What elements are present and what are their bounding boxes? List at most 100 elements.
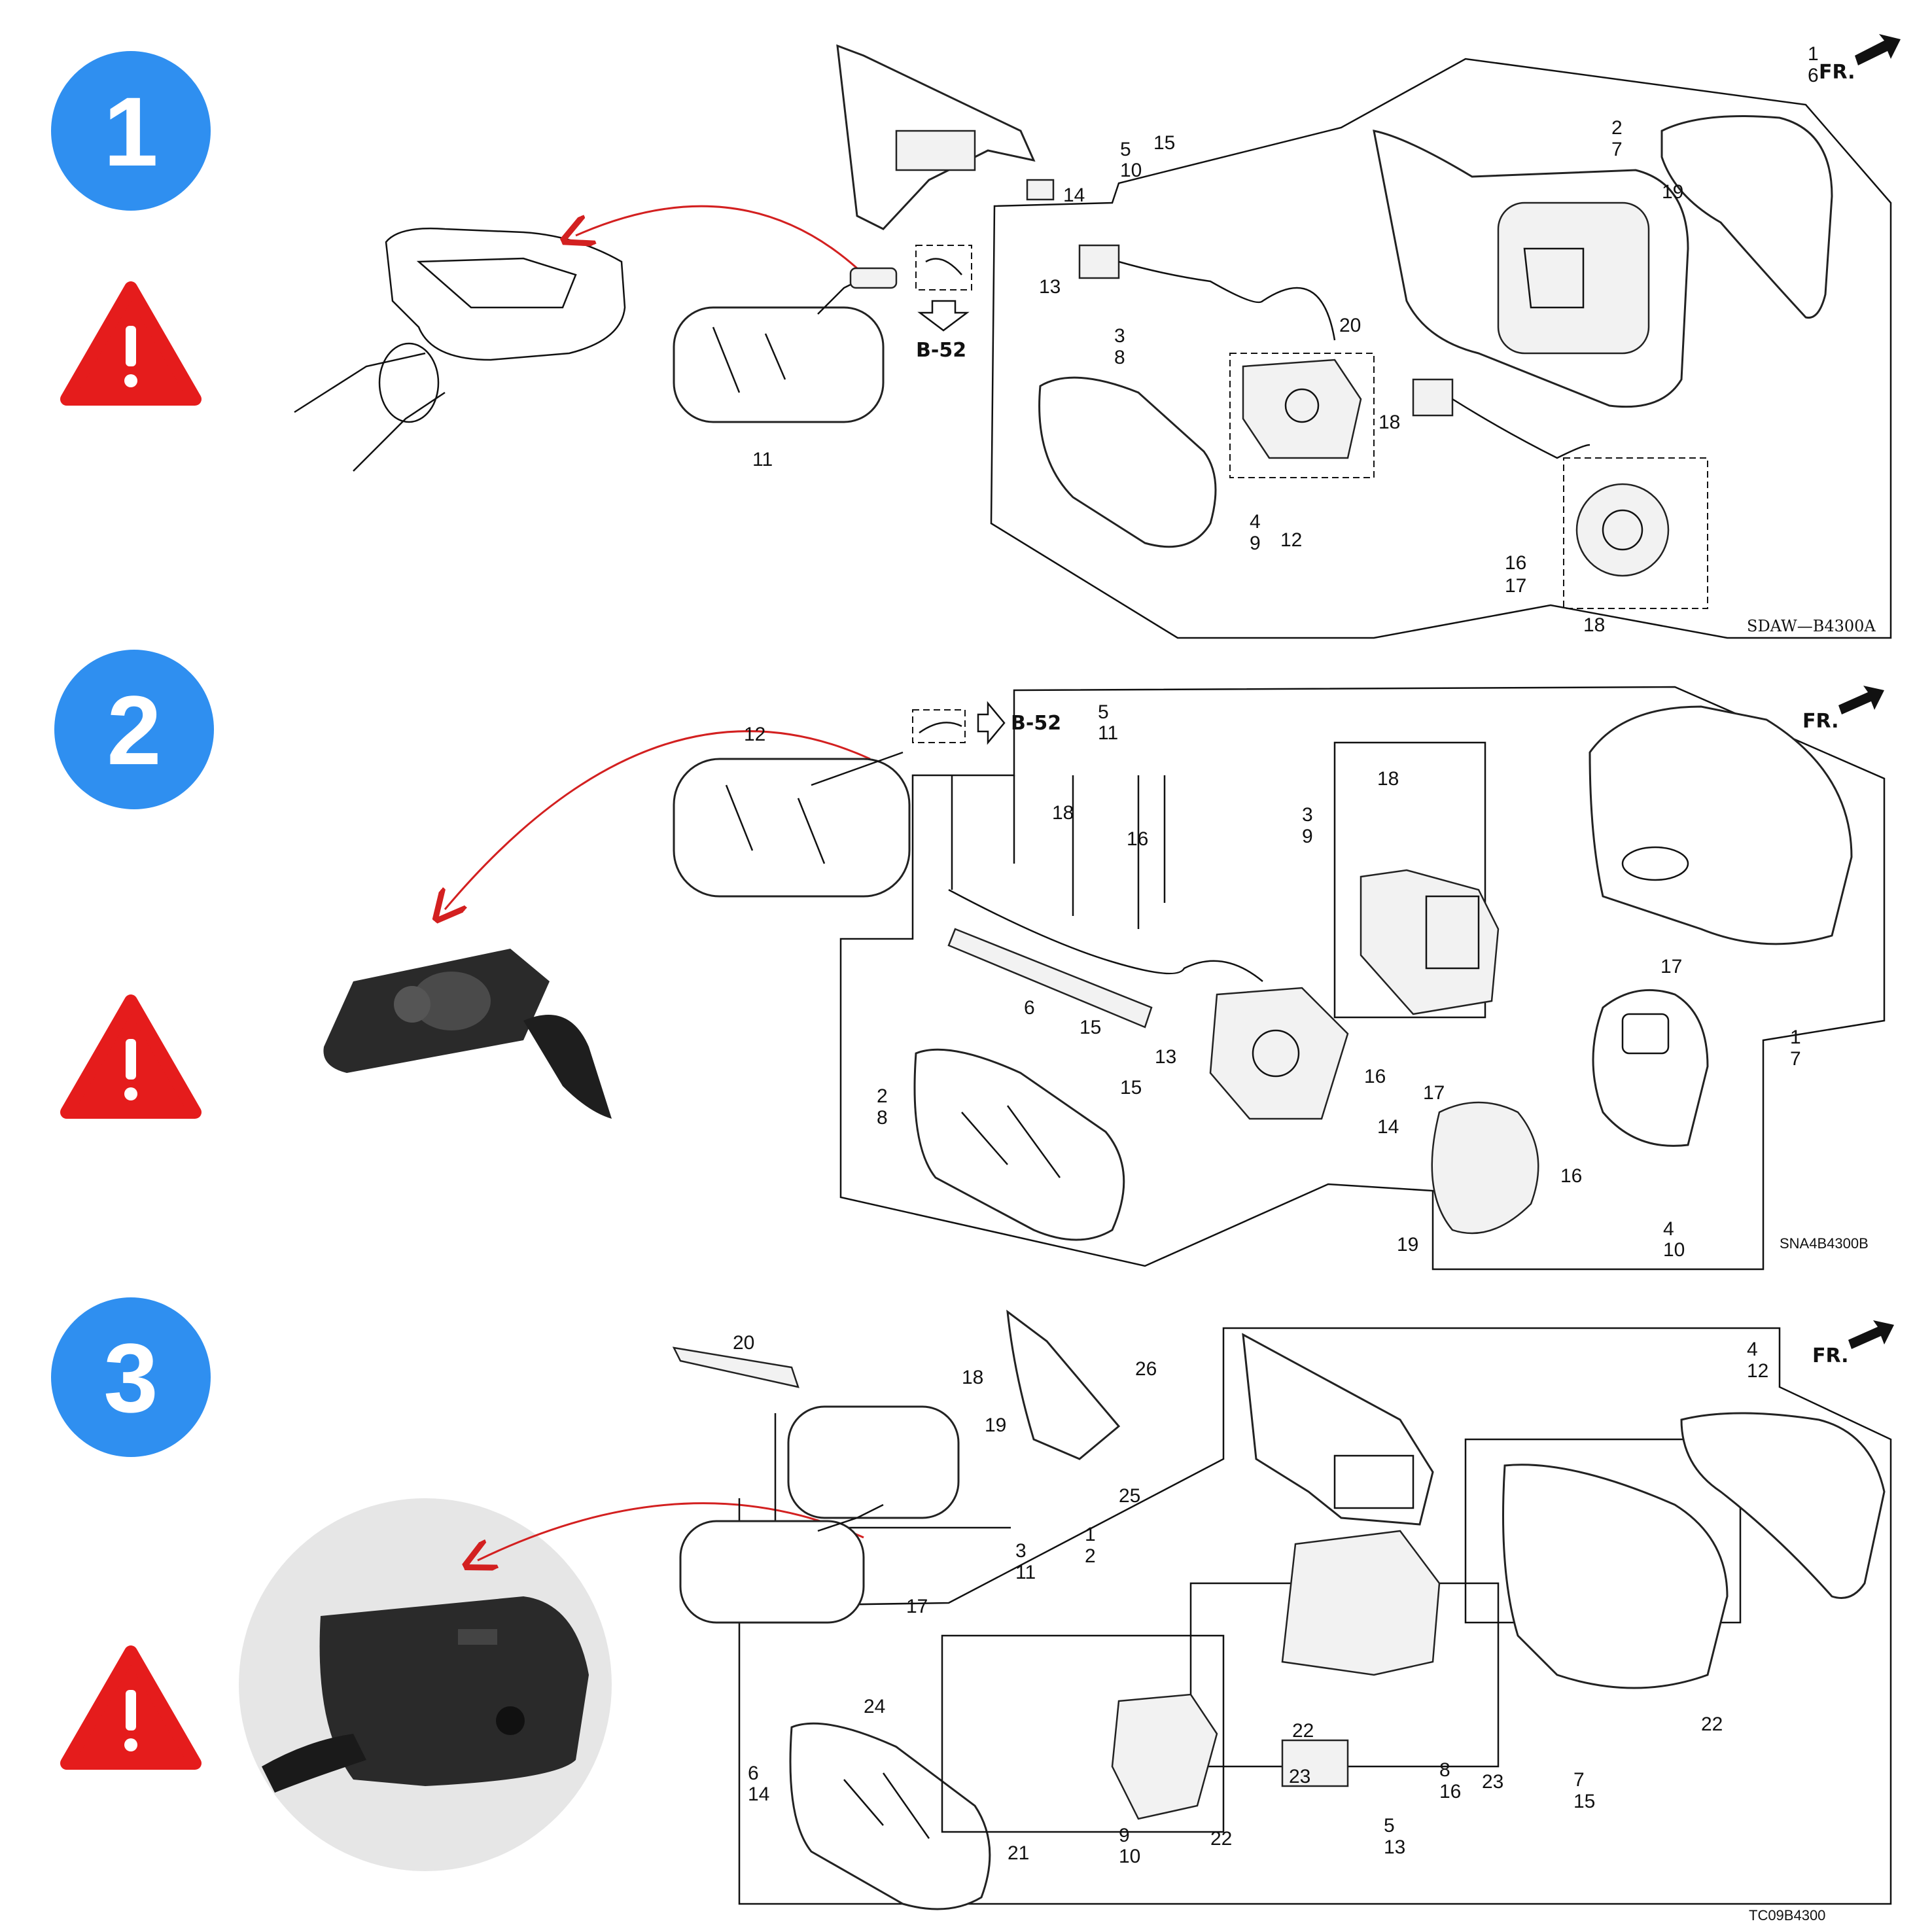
svg-text:13: 13	[1155, 1046, 1176, 1068]
step-3-number: 3	[103, 1323, 158, 1433]
svg-text:9: 9	[1119, 1825, 1130, 1846]
svg-text:15: 15	[1573, 1791, 1595, 1812]
svg-text:14: 14	[1063, 184, 1085, 206]
step-3-callouts: 20 18 19 26 412 12 25 311 17 24 614 21 9…	[733, 1332, 1768, 1867]
inner-mirror-part	[673, 758, 911, 898]
svg-text:12: 12	[1280, 529, 1302, 551]
svg-text:9: 9	[1302, 826, 1313, 847]
svg-text:6: 6	[1024, 997, 1035, 1019]
diagram-code-1: SDAW—B4300A	[1747, 617, 1876, 635]
svg-text:5: 5	[1098, 701, 1109, 723]
red-pointer-arrow	[445, 730, 871, 909]
svg-text:11: 11	[1098, 722, 1118, 744]
svg-text:20: 20	[733, 1332, 754, 1354]
svg-text:4: 4	[1663, 1218, 1674, 1240]
svg-text:1: 1	[1790, 1027, 1801, 1048]
inner-mirror-part	[787, 1405, 960, 1519]
svg-text:1: 1	[1808, 43, 1819, 65]
step-3-assembly-outline	[738, 1327, 1892, 1905]
svg-text:15: 15	[1120, 1077, 1142, 1098]
forward-arrow-icon	[1855, 34, 1901, 65]
svg-text:14: 14	[1377, 1116, 1399, 1138]
svg-text:2: 2	[1611, 117, 1623, 139]
svg-text:24: 24	[864, 1696, 885, 1717]
mirror-cover-part	[1660, 115, 1833, 319]
svg-text:14: 14	[748, 1783, 769, 1805]
svg-text:1: 1	[1085, 1524, 1096, 1545]
svg-text:23: 23	[1482, 1771, 1503, 1793]
svg-text:15: 15	[1080, 1017, 1101, 1038]
mirror-mount-photo	[323, 949, 612, 1119]
svg-text:6: 6	[1808, 65, 1819, 86]
warning-triangle-icon	[60, 1645, 202, 1770]
svg-text:8: 8	[1439, 1759, 1450, 1781]
svg-text:17: 17	[1660, 956, 1682, 977]
svg-text:16: 16	[1439, 1781, 1461, 1802]
svg-text:21: 21	[1008, 1842, 1029, 1864]
step-2-assembly-outline	[839, 686, 1886, 1271]
svg-text:13: 13	[1039, 276, 1061, 298]
step-2-badge-icon	[54, 650, 214, 809]
svg-text:18: 18	[1379, 412, 1400, 433]
mirror-glass-part	[913, 1048, 1125, 1241]
svg-text:26: 26	[1135, 1358, 1157, 1380]
warning-triangle-icon	[60, 994, 202, 1119]
svg-text:8: 8	[1114, 347, 1125, 368]
svg-text:11: 11	[752, 449, 773, 470]
warning-triangle-icon	[60, 281, 202, 406]
svg-text:16: 16	[1127, 828, 1148, 850]
svg-text:22: 22	[1292, 1720, 1314, 1742]
mirror-cover-part	[1680, 1412, 1886, 1599]
svg-text:3: 3	[1302, 804, 1313, 826]
svg-text:19: 19	[1397, 1234, 1418, 1256]
step-2-callouts: 12 511 18 16 39 18 6 15 13 28 15 16 17 1…	[744, 701, 1801, 1261]
svg-text:7: 7	[1611, 139, 1623, 160]
mirror-housing-part	[1589, 705, 1853, 945]
svg-text:18: 18	[1052, 802, 1074, 824]
mirror-glass-part	[789, 1722, 991, 1910]
svg-text:18: 18	[1377, 768, 1399, 790]
step-1-badge-icon	[51, 51, 211, 211]
svg-text:19: 19	[985, 1414, 1006, 1436]
ref-arrow-icon	[917, 300, 970, 332]
mirror-mount-sketch	[294, 227, 626, 472]
svg-text:16: 16	[1505, 552, 1526, 574]
svg-text:6: 6	[748, 1763, 759, 1784]
forward-label: FR.	[1812, 1344, 1849, 1367]
svg-text:23: 23	[1289, 1766, 1310, 1787]
svg-text:20: 20	[1339, 315, 1361, 336]
svg-text:3: 3	[1015, 1540, 1027, 1562]
svg-text:12: 12	[744, 724, 765, 745]
diagram-code-3: TC09B4300	[1749, 1907, 1825, 1923]
svg-text:7: 7	[1573, 1769, 1585, 1791]
svg-text:4: 4	[1747, 1339, 1758, 1360]
step-1-callouts: 16 27 510 14 15 19 13 20 38 11 49 12 18 …	[752, 43, 1819, 636]
step-3-section: 3 FR.	[51, 1297, 1894, 1923]
svg-text:25: 25	[1119, 1485, 1140, 1507]
red-pointer-arrow	[478, 1502, 864, 1560]
svg-text:17: 17	[1423, 1082, 1445, 1104]
svg-text:10: 10	[1119, 1846, 1140, 1867]
svg-text:18: 18	[962, 1367, 983, 1388]
step-2-number: 2	[107, 675, 161, 785]
forward-arrow-icon	[1848, 1320, 1894, 1349]
svg-text:12: 12	[1747, 1360, 1768, 1382]
svg-text:5: 5	[1120, 139, 1131, 160]
svg-text:15: 15	[1153, 132, 1175, 154]
forward-arrow-icon	[1838, 686, 1884, 714]
step-1-number: 1	[103, 77, 158, 186]
svg-text:10: 10	[1120, 160, 1142, 181]
svg-text:10: 10	[1663, 1239, 1685, 1261]
step-1-assembly-outline	[990, 58, 1892, 639]
svg-text:7: 7	[1790, 1048, 1801, 1070]
svg-text:17: 17	[906, 1596, 928, 1617]
red-pointer-arrow	[576, 205, 858, 270]
svg-text:9: 9	[1250, 533, 1261, 554]
step-3-badge-icon	[51, 1297, 211, 1457]
diagram-code-2: SNA4B4300B	[1780, 1235, 1869, 1252]
step-2-section: 2 B-52	[54, 650, 1886, 1271]
svg-text:22: 22	[1210, 1828, 1232, 1850]
svg-text:2: 2	[877, 1085, 888, 1107]
svg-text:13: 13	[1384, 1836, 1405, 1858]
